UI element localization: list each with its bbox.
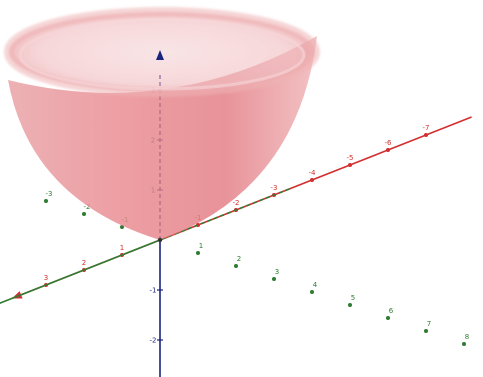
y-tick--2-tick [82,212,86,216]
y-tick-4-tick [310,290,314,294]
y-axis-line-front [0,239,161,305]
z-tick--2-label: -2 [150,337,157,345]
y-tick--3-tick [44,199,48,203]
y-tick-7-label: 7 [427,320,431,328]
x-tick--3-label: -3 [271,184,278,192]
x-tick--4-tick [310,178,314,182]
y-tick-7-tick [424,329,428,333]
y-tick-5-tick [348,303,352,307]
y-tick-1-tick [196,251,200,255]
x-axis-line-back [159,116,472,241]
y-tick-8-label: 8 [465,333,469,341]
x-tick-1-label: 1 [120,244,124,252]
z-axis-arrow [156,50,164,60]
y-tick--3-label: -3 [46,190,53,198]
x-tick--5-label: -5 [347,154,354,162]
y-tick-5-label: 5 [351,294,355,302]
y-tick-3-label: 3 [275,268,279,276]
axes-front-layer: 3 2 1 1 2 3 4 5 6 7 8 -1 -2 [0,50,469,377]
x-tick--6-tick [386,148,390,152]
x-tick-2-label: 2 [82,259,86,267]
y-tick--2-label: -2 [84,203,91,211]
y-tick-3-tick [272,277,276,281]
x-tick-3-label: 3 [44,274,48,282]
x-tick--7-label: -7 [423,124,430,132]
y-tick-6-tick [386,316,390,320]
x-tick--7-tick [424,133,428,137]
origin-point [157,237,163,243]
x-tick--6-label: -6 [385,139,393,147]
x-tick--2-label: -2 [233,199,240,207]
y-axis-line-back [159,188,290,241]
x-tick--4-label: -4 [309,169,317,177]
y-tick-6-label: 6 [389,307,394,315]
x-tick--5-tick [348,163,352,167]
y-tick-1-label: 1 [199,242,203,250]
y-tick-8-tick [462,342,466,346]
paraboloid-rim [4,7,320,97]
y-tick-4-label: 4 [313,281,318,289]
y-tick-2-tick [234,264,238,268]
y-tick-2-label: 2 [237,255,241,263]
paraboloid-surface [4,7,320,240]
z-tick--1-label: -1 [150,287,157,295]
